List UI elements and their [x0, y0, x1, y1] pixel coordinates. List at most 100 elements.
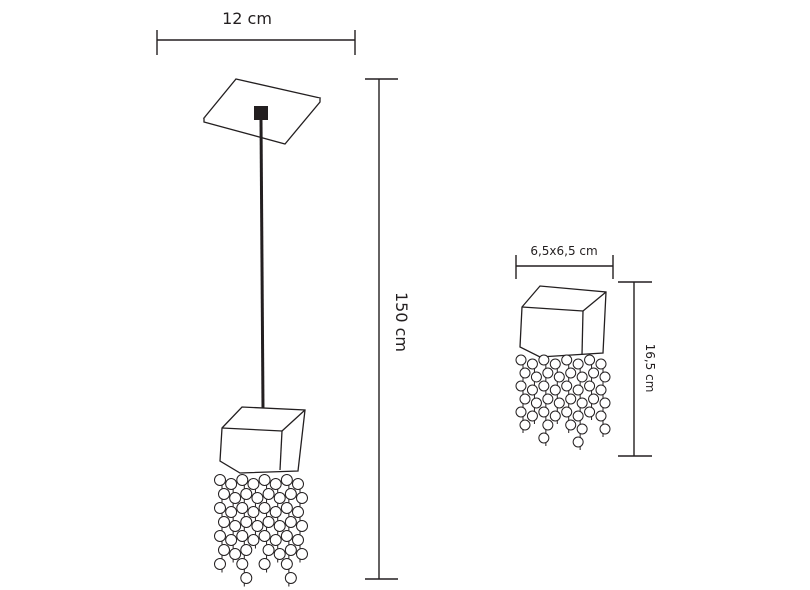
- crystal-bead: [576, 423, 588, 435]
- crystal-bead: [565, 367, 577, 379]
- crystal-bead: [515, 354, 527, 366]
- crystal-bead: [538, 406, 550, 418]
- suspension-cable: [259, 119, 265, 410]
- shade-size-dimension: 6,5x6,5 cm: [515, 244, 614, 279]
- crystal-bead: [225, 534, 238, 546]
- crystal-bead: [530, 397, 542, 409]
- crystal-bead: [599, 423, 611, 435]
- crystal-bead: [280, 474, 293, 486]
- crystal-bead: [588, 393, 600, 405]
- crystal-strands-left: [214, 474, 308, 587]
- crystal-bead: [284, 572, 297, 584]
- crystal-bead: [542, 419, 554, 431]
- crystal-bead: [519, 393, 531, 405]
- crystal-bead: [549, 358, 561, 370]
- crystal-bead: [538, 380, 550, 392]
- crystal-bead: [214, 474, 226, 486]
- crystal-bead: [240, 516, 253, 528]
- crystal-bead: [561, 354, 573, 366]
- crystal-bead: [229, 492, 242, 504]
- crystal-bead: [588, 367, 600, 379]
- crystal-bead: [519, 419, 531, 431]
- crystal-bead: [280, 502, 293, 514]
- total-height-label: 150 cm: [392, 292, 411, 352]
- crystal-bead: [292, 506, 304, 518]
- crystal-bead: [251, 520, 264, 532]
- crystal-bead: [530, 371, 542, 383]
- crystal-bead: [572, 410, 584, 422]
- crystal-bead: [240, 488, 253, 500]
- crystal-bead: [584, 406, 596, 418]
- shade-height-dimension: 16,5 cm: [618, 281, 657, 457]
- crystal-bead: [549, 410, 561, 422]
- shade-body-right: [519, 285, 607, 358]
- crystal-bead: [236, 474, 249, 486]
- crystal-bead: [218, 544, 230, 556]
- crystal-bead: [599, 371, 611, 383]
- crystal-bead: [214, 558, 226, 570]
- crystal-bead: [280, 558, 293, 570]
- crystal-bead: [561, 406, 573, 418]
- crystal-bead: [262, 516, 275, 528]
- crystal-bead: [595, 384, 607, 396]
- crystal-bead: [292, 534, 304, 546]
- shade-detail-top-edge-left: [521, 306, 584, 312]
- crystal-bead: [526, 410, 538, 422]
- crystal-bead: [269, 478, 282, 490]
- crystal-bead: [553, 397, 565, 409]
- crystal-bead: [225, 478, 238, 490]
- crystal-strands-right: [515, 354, 611, 450]
- crystal-bead: [258, 530, 271, 542]
- crystal-bead: [584, 354, 596, 366]
- crystal-bead: [240, 544, 253, 556]
- shade-detail-top-edge-right: [582, 291, 607, 312]
- crystal-bead: [549, 384, 561, 396]
- crystal-bead: [273, 520, 286, 532]
- shade-top-edge-right: [281, 409, 306, 432]
- crystal-bead: [515, 380, 527, 392]
- shade-front-corner: [279, 430, 283, 471]
- crystal-bead: [262, 544, 275, 556]
- shade-detail-front-corner: [581, 310, 584, 356]
- crystal-bead: [258, 558, 271, 570]
- crystal-bead: [599, 397, 611, 409]
- crystal-bead: [247, 506, 260, 518]
- crystal-bead: [292, 478, 304, 490]
- crystal-bead: [576, 397, 588, 409]
- crystal-bead: [572, 384, 584, 396]
- shade-size-label: 6,5x6,5 cm: [530, 244, 597, 258]
- crystal-bead: [572, 436, 584, 448]
- crystal-bead: [526, 358, 538, 370]
- crystal-bead: [538, 354, 550, 366]
- crystal-bead: [229, 520, 242, 532]
- crystal-bead: [515, 406, 527, 418]
- crystal-bead: [565, 393, 577, 405]
- crystal-bead: [214, 530, 226, 542]
- crystal-bead: [542, 393, 554, 405]
- crystal-bead: [519, 367, 531, 379]
- shade-top-edge-left: [221, 427, 283, 432]
- crystal-bead: [236, 502, 249, 514]
- crystal-bead: [296, 548, 308, 560]
- crystal-bead: [584, 380, 596, 392]
- crystal-bead: [236, 558, 249, 570]
- canopy-width-label: 12 cm: [222, 9, 272, 28]
- crystal-bead: [595, 358, 607, 370]
- crystal-bead: [273, 492, 286, 504]
- crystal-bead: [284, 516, 297, 528]
- crystal-bead: [229, 548, 242, 560]
- pendant-shade-left: [214, 406, 308, 587]
- pendant-shade-right: [515, 285, 611, 450]
- crystal-bead: [538, 432, 550, 444]
- shade-height-label: 16,5 cm: [643, 344, 657, 393]
- crystal-bead: [296, 492, 308, 504]
- crystal-bead: [526, 384, 538, 396]
- crystal-bead: [542, 367, 554, 379]
- crystal-bead: [236, 530, 249, 542]
- crystal-bead: [218, 516, 230, 528]
- crystal-bead: [225, 506, 238, 518]
- crystal-bead: [280, 530, 293, 542]
- crystal-bead: [273, 548, 286, 560]
- crystal-bead: [296, 520, 308, 532]
